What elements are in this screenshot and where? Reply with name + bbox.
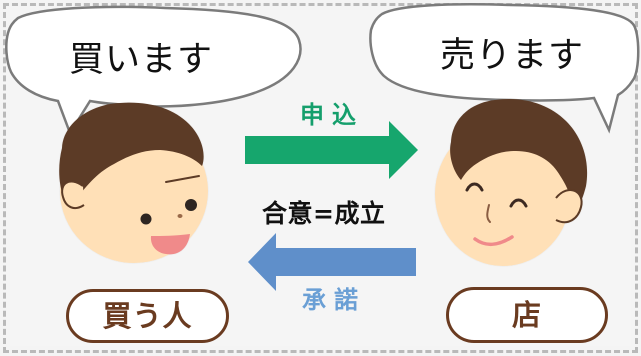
acceptance-label: 承諾 (302, 286, 366, 314)
offer-arrow (245, 121, 418, 179)
left-bubble-shape (5, 5, 302, 136)
buyer-mouth (150, 234, 190, 255)
right-speech-bubble (369, 3, 640, 134)
offer-label: 申込 (300, 101, 364, 129)
left-speech-bubble (5, 5, 302, 136)
acceptance-arrow (248, 233, 416, 291)
shop-hair (450, 98, 588, 211)
shop-character (435, 98, 588, 266)
buyer-ear (61, 180, 85, 210)
buyer-nose (177, 214, 183, 218)
buyer-name-label: 買う人 (102, 298, 193, 333)
buyer-eye-right (185, 199, 197, 211)
offer-arrow-shape (245, 121, 418, 179)
shop-name-box: 店 (446, 287, 608, 343)
shop-eye-right (509, 198, 528, 208)
buyer-character (59, 102, 208, 263)
left-bubble-text: 買います (69, 40, 214, 80)
right-bubble-text: 売ります (440, 36, 585, 76)
acceptance-arrow-shape (248, 233, 416, 291)
right-bubble-shape (369, 3, 640, 134)
buyer-eye-left (140, 213, 152, 225)
shop-ear (555, 189, 583, 224)
shop-eye-left (465, 182, 484, 192)
buyer-hair (59, 102, 204, 204)
buyer-name-box: 買う人 (66, 289, 229, 343)
shop-mouth (473, 235, 514, 247)
buyer-brow-hint (165, 175, 200, 183)
agreement-label: 合意=成立 (262, 199, 386, 228)
shop-nose (486, 204, 491, 223)
shop-name-label: 店 (511, 297, 542, 332)
